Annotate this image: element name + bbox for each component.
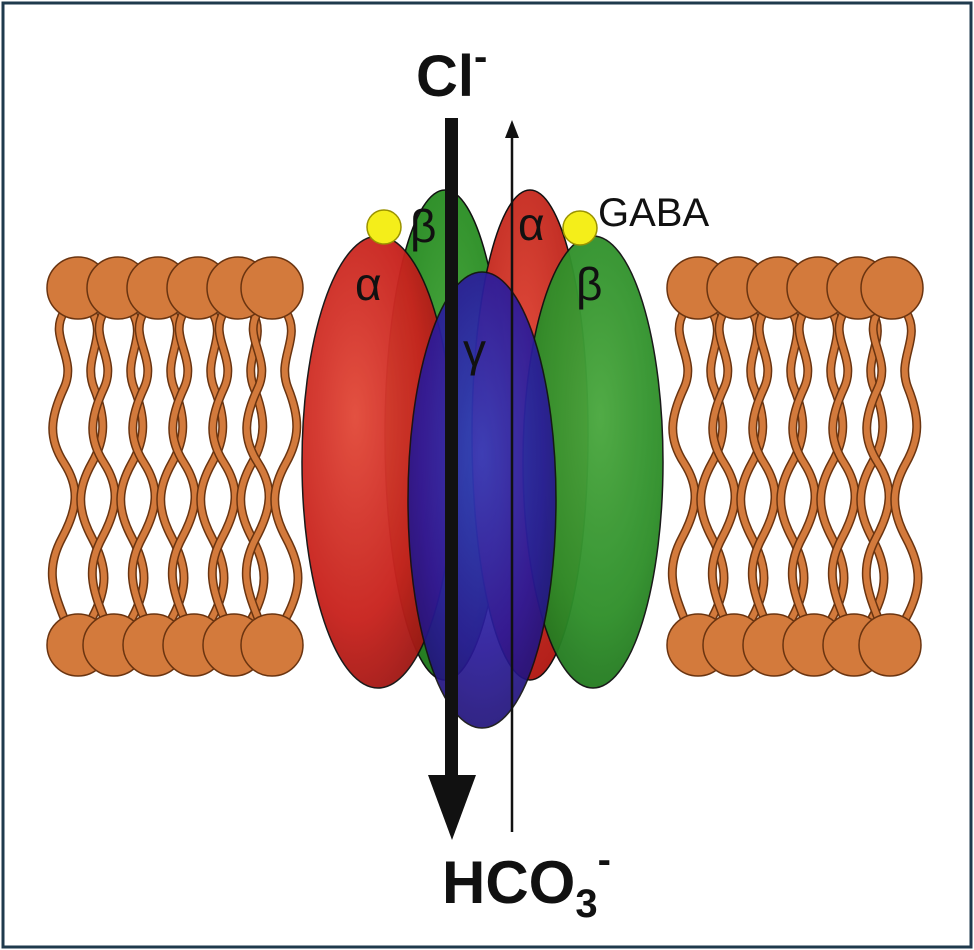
down-arrow-icon	[428, 118, 476, 840]
alpha-right-label: α	[518, 198, 545, 250]
gaba-binding-site-left	[366, 209, 402, 245]
beta-right-label: β	[576, 258, 602, 310]
bicarbonate-label: HCO3-	[442, 838, 611, 926]
lipid-heads-top-right	[666, 256, 924, 320]
gaba-label: GABA	[598, 191, 709, 235]
lipid-heads-top-left	[46, 256, 304, 320]
alpha-left-label: α	[355, 258, 382, 310]
beta-left-label: β	[410, 200, 436, 252]
phospholipid-bilayer-right	[666, 256, 924, 677]
gaba-binding-site-right	[562, 210, 598, 246]
phospholipid-bilayer-left	[46, 256, 304, 677]
lipid-tails-left	[52, 312, 298, 618]
gamma-label: γ	[463, 324, 486, 376]
chloride-label: Cl-	[416, 35, 487, 109]
lipid-heads-bottom-right	[666, 613, 922, 677]
up-arrow-icon	[505, 120, 519, 832]
lipid-tails-right	[672, 312, 918, 618]
lipid-heads-bottom-left	[46, 613, 304, 677]
